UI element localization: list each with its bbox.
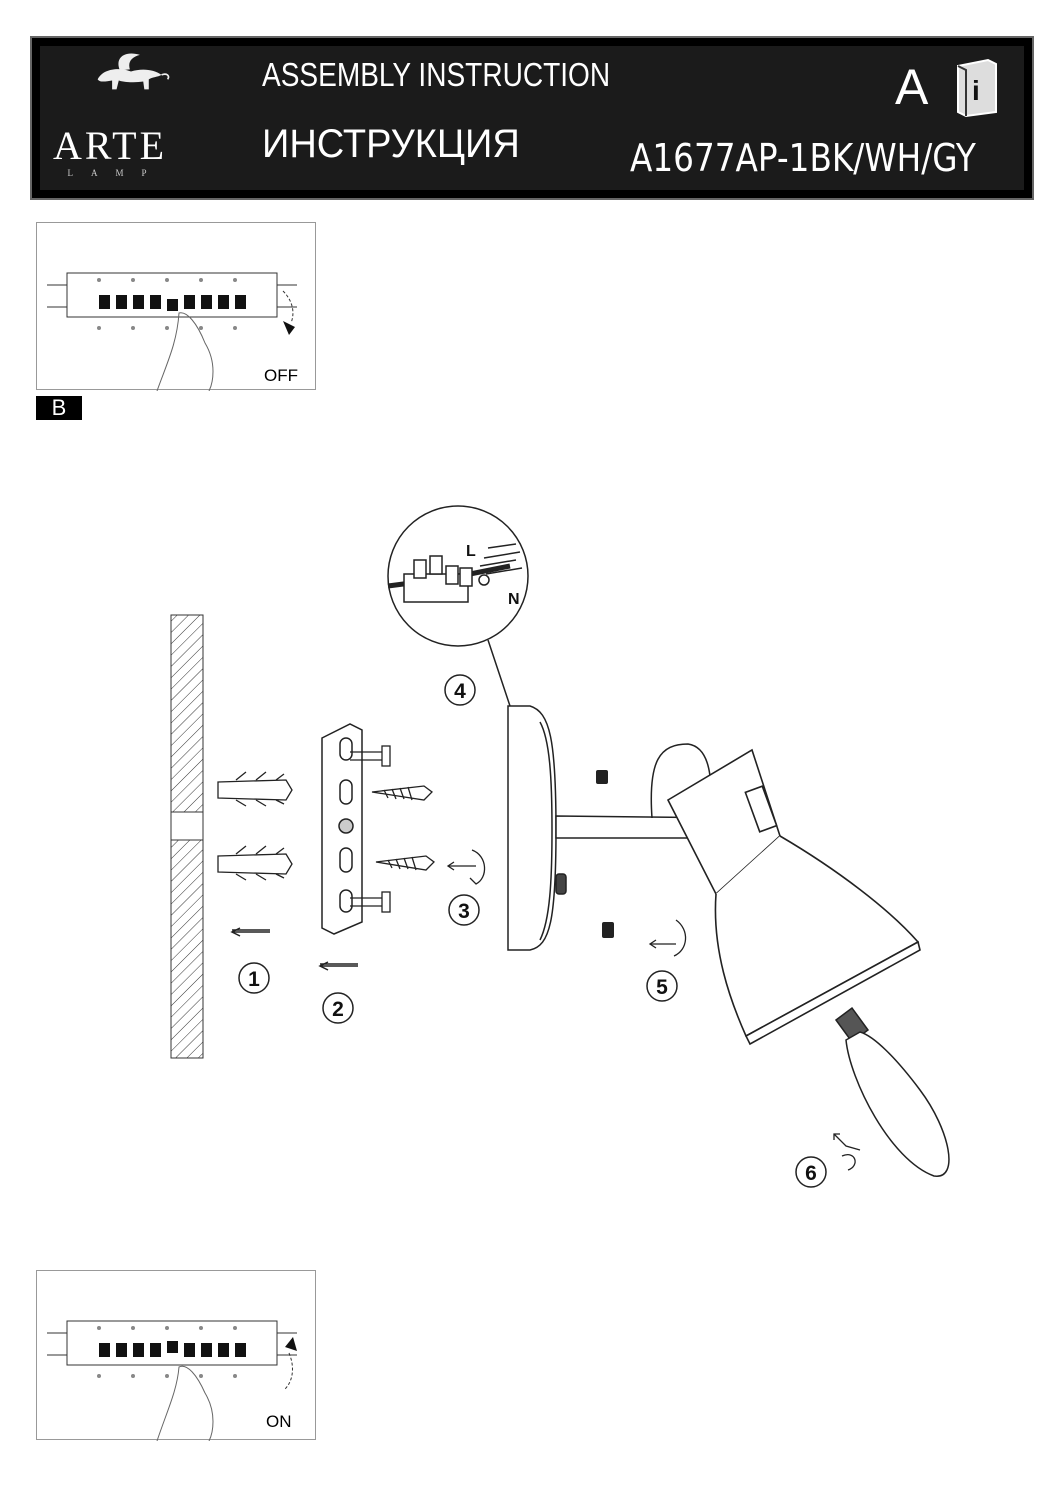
step-c-panel (36, 1270, 316, 1441)
mounting-bracket (321, 723, 363, 935)
step-number-1: 1 (248, 968, 260, 991)
wire-neutral-label: N (508, 591, 520, 608)
direction-arrow (230, 927, 358, 971)
bracket-screw (350, 745, 391, 913)
section-letter: A (895, 59, 929, 115)
model-number: A1677AP-1BK/WH/GY (630, 136, 976, 180)
title-english: ASSEMBLY INSTRUCTION (262, 56, 611, 93)
rotate-icon (446, 849, 861, 1171)
step-number-2: 2 (332, 998, 344, 1021)
step-number-4: 4 (454, 680, 466, 703)
light-bulb (834, 1006, 950, 1177)
svg-text:i: i (972, 75, 980, 106)
wire-live-label: L (466, 543, 476, 560)
step-b-label: B (36, 396, 82, 420)
wiring-detail-circle (387, 505, 529, 707)
step-a-panel (36, 222, 316, 391)
wood-screw (371, 785, 435, 871)
wall-anchor (217, 771, 293, 881)
lamp-base (507, 705, 567, 951)
breaker-panel-on-illustration (47, 1320, 297, 1441)
step-c-text: ON (266, 1412, 292, 1431)
step-number-5: 5 (656, 976, 668, 999)
step-number-badge (238, 674, 827, 1188)
step-a-text: OFF (264, 366, 298, 385)
step-number-3: 3 (458, 900, 470, 923)
lamp-shade (666, 748, 921, 1046)
header-banner (30, 36, 1034, 200)
screw-cap (596, 770, 614, 938)
breaker-panel-off-illustration (47, 272, 297, 391)
brand-subtitle: LAMP (67, 168, 165, 178)
wall-section (170, 614, 204, 1059)
info-book-icon: i (957, 58, 997, 118)
brand-name: ARTE (52, 123, 168, 168)
step-number-6: 6 (805, 1162, 817, 1185)
title-russian: ИНСТРУКЦИЯ (262, 122, 520, 166)
header-inner (40, 46, 1024, 190)
lion-logo-icon (97, 53, 170, 90)
